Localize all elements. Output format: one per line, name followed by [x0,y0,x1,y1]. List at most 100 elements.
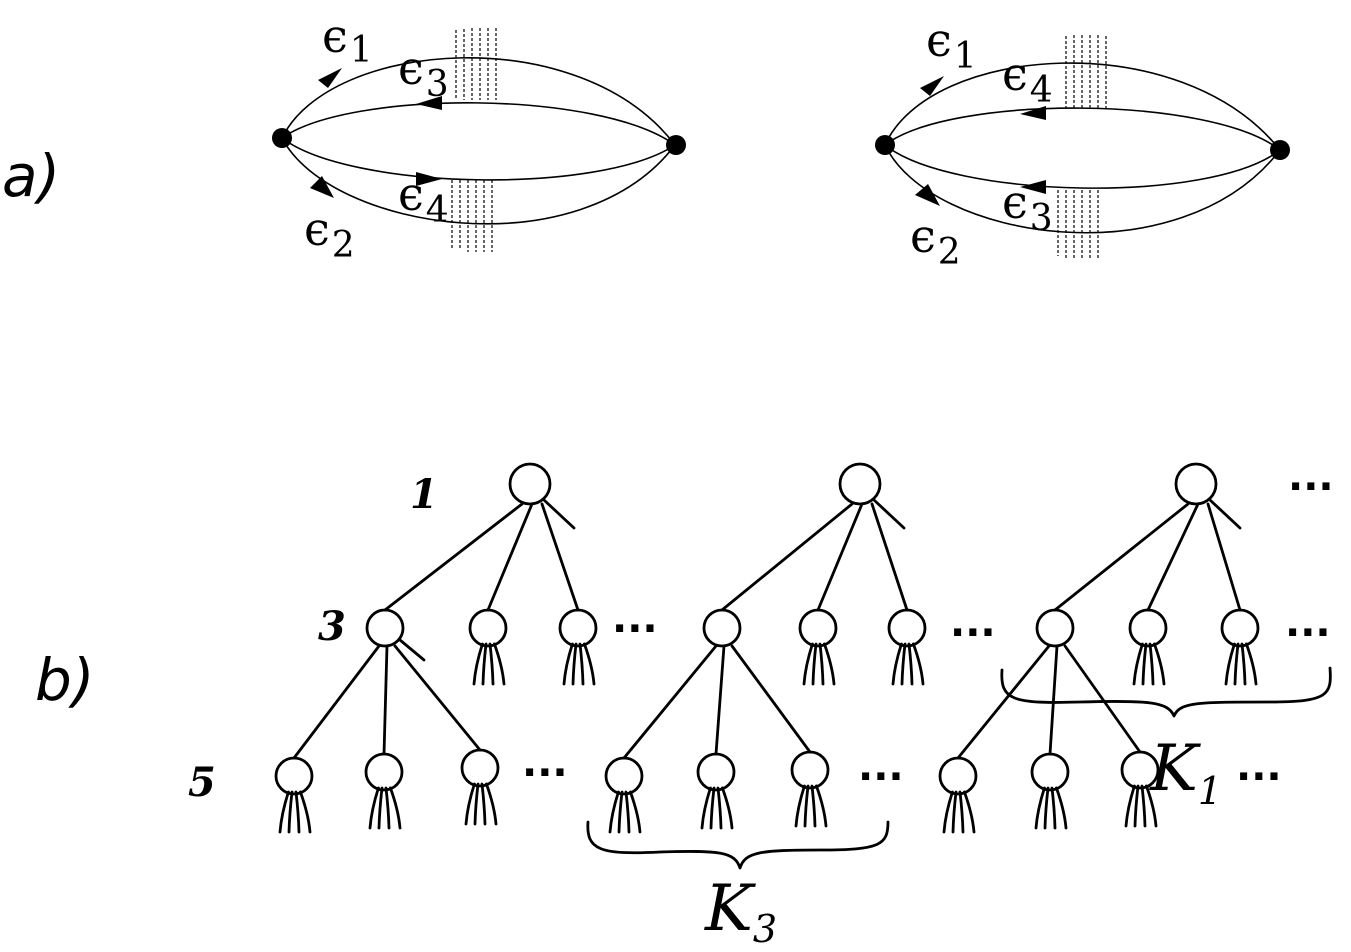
tree-node-level5 [364,752,404,792]
tree-node-level3-leg [1141,642,1148,686]
tree-node-level5-leg [1043,786,1050,830]
tree-node-level1 [1174,462,1218,506]
tree-node-level3-leg [1224,642,1236,686]
tree-node-level5 [1120,750,1160,790]
label-e3: ϵ3 [398,41,449,105]
label-e1: ϵ1 [926,13,977,77]
tree-node-level5-leg [608,790,620,834]
tree-edge [1048,644,1059,756]
ellipsis-bot-1: ... [522,740,568,786]
tree-node-level3-leg [907,642,914,686]
outer-top-arc [281,57,676,146]
tree-node-level5 [790,750,830,790]
vertex-left [272,128,292,148]
tree-node-level5-leg [1133,784,1140,828]
tree-node-level5-leg [963,790,976,834]
label-e4: ϵ4 [398,167,449,231]
ellipsis-top-right: ... [1288,454,1334,500]
tree-edge [720,502,854,612]
tree-node-level5-leg [721,786,734,830]
tree-node-level3 [1220,608,1260,648]
tree-node-level3-leg [802,642,814,686]
tree-node-level5-leg [368,786,380,830]
panel-b-label: b) [35,646,94,714]
tree-node-level5 [604,756,644,796]
tree-node-level3-leg [823,642,836,686]
tree-node-level5-leg [716,786,723,830]
outer-bottom-arc [884,144,1281,234]
tree-node-level3-leg [818,642,825,686]
tree-layer [274,462,1260,834]
label-e2: ϵ2 [910,209,961,273]
tree-node-level3-leg [571,642,578,686]
tree-node-level3 [702,608,742,648]
tree-node-level3-leg [583,642,596,686]
tree-node-level3-leg [488,642,495,686]
level-label-1: 1 [410,471,438,518]
tree-node-level3-leg [1148,642,1155,686]
tree-node-level5-leg [803,784,810,828]
tree-node-level3-leg [891,642,903,686]
tree-node-level5-leg [624,790,631,834]
arrow-e4 [1020,106,1046,120]
tree-node-level5 [938,756,978,796]
panel-a-label: a) [2,142,60,210]
tree-node-level5-leg [1124,784,1136,828]
inner-bottom-arc [281,137,676,181]
tree-node-level5-leg [1140,784,1147,828]
tree-edge [622,644,718,760]
tree-node-level3-leg [1153,642,1166,686]
inner-top-arc [884,107,1281,151]
arrow-e3 [416,96,442,110]
arrow-e2 [915,184,940,206]
tree-node-level5 [1030,752,1070,792]
tree-node-level3-leg [1245,642,1258,686]
tree-node-level3 [558,608,598,648]
tree-node-level5-leg [485,782,498,826]
feynman-diagram-left: ϵ1 ϵ3 ϵ4 ϵ2 [272,9,686,266]
tree-node-level5-leg [278,790,290,834]
tree-node-level3 [1035,608,1075,648]
tree-node-level5-leg [294,790,301,834]
arrow-e1 [318,68,342,88]
brace-k1 [1000,666,1332,718]
tree-node-level5-leg [1145,784,1158,828]
tree-edge [540,502,580,612]
tree-node-level5-leg [617,790,624,834]
ellipsis-mid-1: ... [612,596,658,642]
tree-node-level5-leg [958,790,965,834]
tree-node-level3-leg [900,642,907,686]
tree-node-level5-leg [377,786,384,830]
tree-node-level5-leg [709,786,716,830]
tree-node-level5-leg [473,782,480,826]
arrow-e1 [920,76,944,96]
tree-node-level5-leg [1055,786,1068,830]
tree-edge [956,644,1051,760]
tree-node-level5-leg [794,784,806,828]
tree-node-level1 [508,462,552,506]
vertex-right [1270,140,1290,160]
tree-node-level5-leg [389,786,402,830]
tree-node-level5-leg [815,784,828,828]
tree-edge [486,502,534,612]
tree-node-level5-leg [810,784,817,828]
ellipsis-bot-2: ... [858,744,904,790]
tree-node-level3-leg [481,642,488,686]
tree-node-level3-leg [562,642,574,686]
feynman-diagram-right: ϵ1 ϵ4 ϵ3 ϵ2 [875,13,1290,273]
tree-node-level3-leg [1240,642,1247,686]
outer-top-arc [884,62,1281,151]
level-label-5: 5 [188,759,216,806]
label-e3: ϵ3 [1002,175,1053,239]
label-e1: ϵ1 [322,9,373,71]
tree-edge [816,502,864,612]
tree-node-level3 [798,608,838,648]
tree-node-level5 [460,748,500,788]
tree-node-level3-leg [912,642,925,686]
tree-edge [393,644,482,752]
ellipsis-mid-2: ... [950,600,996,646]
inner-top-arc [281,102,676,146]
tree-edge [1208,498,1242,530]
tree-edge [1063,644,1142,754]
